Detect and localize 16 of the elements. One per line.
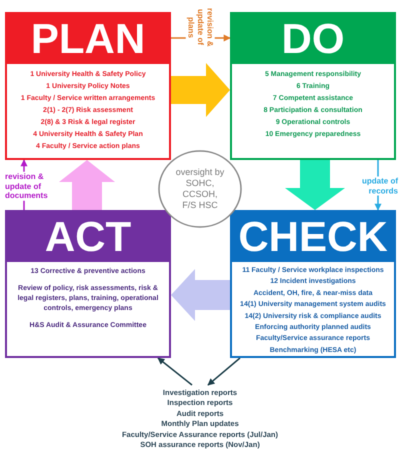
arrow [207, 357, 240, 386]
phase-card [230, 12, 396, 160]
phase-heading: DO [232, 14, 394, 64]
phase-heading: CHECK [232, 212, 394, 262]
oversight-ellipse [158, 150, 242, 228]
block-arrow [171, 269, 230, 321]
phase-card [230, 210, 396, 358]
block-arrow [59, 160, 115, 210]
phase-heading: PLAN [7, 14, 169, 64]
block-arrow [285, 160, 345, 210]
arrow [157, 357, 192, 386]
block-arrow [171, 63, 230, 117]
phase-card [5, 210, 171, 358]
oversight-note: oversight by SOHC, CCSOH, F/S HSC [175, 167, 225, 211]
phase-heading: ACT [7, 212, 169, 262]
phase-card [5, 12, 171, 160]
